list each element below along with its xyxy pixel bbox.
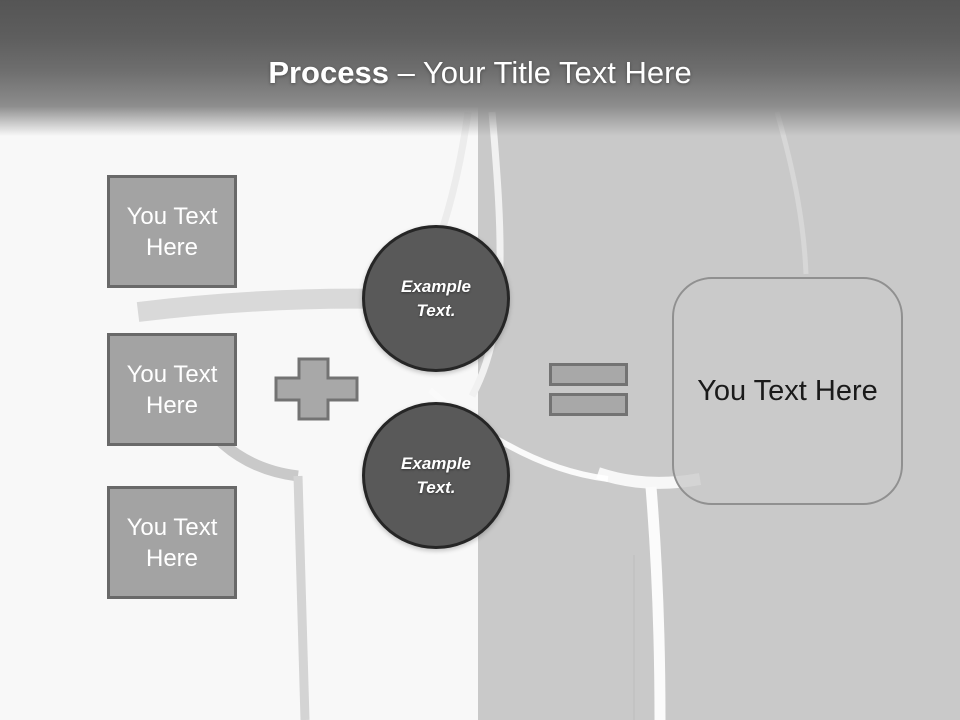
- title-emphasis: Process: [268, 55, 389, 90]
- slide-title: Process – Your Title Text Here: [0, 54, 960, 92]
- result-box-label: You Text Here: [697, 374, 878, 407]
- title-bar: [0, 0, 960, 136]
- input-box-1: You Text Here: [107, 175, 237, 288]
- input-box-3: You Text Here: [107, 486, 237, 599]
- input-box-2: You Text Here: [107, 333, 237, 446]
- example-circle-label: Example Text.: [401, 453, 471, 497]
- plus-icon: [274, 357, 359, 421]
- equals-bar-top: [549, 363, 628, 386]
- example-circle-2: Example Text.: [362, 402, 510, 549]
- input-box-label: You Text Here: [126, 513, 218, 572]
- input-box-label: You Text Here: [126, 360, 218, 419]
- equals-icon: [549, 363, 628, 416]
- equals-bar-bottom: [549, 393, 628, 416]
- example-circle-label: Example Text.: [401, 276, 471, 320]
- input-box-label: You Text Here: [126, 202, 218, 261]
- result-box: You Text Here: [672, 277, 903, 505]
- example-circle-1: Example Text.: [362, 225, 510, 372]
- title-rest: – Your Title Text Here: [397, 55, 692, 90]
